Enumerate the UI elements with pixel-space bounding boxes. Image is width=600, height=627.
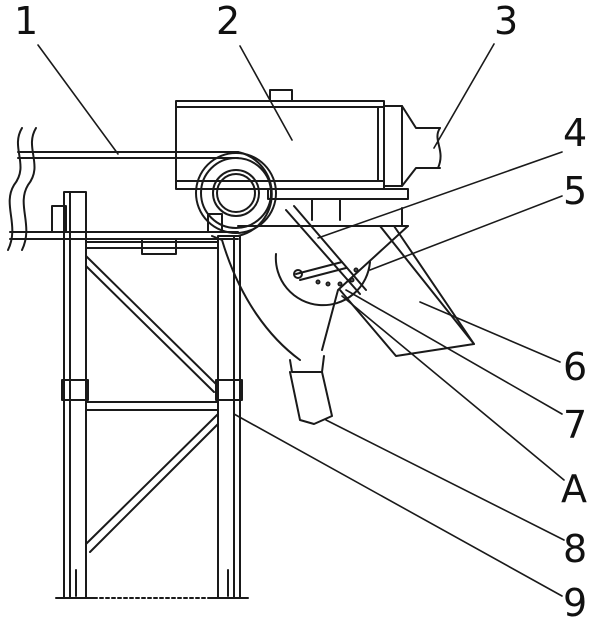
frame-bracket-left xyxy=(51,205,67,233)
valve-circle xyxy=(274,253,371,307)
leader-3 xyxy=(433,43,495,149)
deflector-outline xyxy=(339,225,475,357)
valve-hole-4 xyxy=(349,277,355,283)
leader-7 xyxy=(345,289,563,415)
head-pulley-mid xyxy=(200,157,272,229)
hopper-neck xyxy=(289,355,325,373)
leader-4 xyxy=(317,151,563,239)
deflector-plate xyxy=(339,225,475,357)
leader-A xyxy=(341,295,565,481)
inlet-duct-break xyxy=(436,127,442,169)
diagonal-lower-1 xyxy=(85,413,219,545)
support-frame xyxy=(55,191,249,599)
valve-section xyxy=(274,205,371,307)
callout-7: 7 xyxy=(563,403,588,447)
leader-lines xyxy=(37,43,565,597)
left-leg-cap xyxy=(61,379,89,401)
leader-9 xyxy=(233,413,563,597)
valve-flap-inner xyxy=(293,205,367,291)
callout-9: 9 xyxy=(563,581,588,625)
belt-wrap xyxy=(237,151,273,237)
housing-handle xyxy=(269,89,293,102)
head-pulley-outer xyxy=(195,152,277,234)
valve-hole-1 xyxy=(315,279,321,285)
discharge-spout xyxy=(289,371,333,425)
valve-hole-2 xyxy=(325,281,331,287)
break-line-right xyxy=(21,127,37,251)
callout-2: 2 xyxy=(216,0,241,43)
right-leg-cap xyxy=(215,379,243,401)
valve-hole-3 xyxy=(337,281,343,287)
head-pulley-inner xyxy=(212,169,260,217)
callout-1: 1 xyxy=(14,0,39,43)
diagonal-upper-2 xyxy=(85,265,215,393)
valve-arm xyxy=(295,261,343,275)
head-pulley-shaft xyxy=(216,173,256,213)
callout-A: A xyxy=(561,467,587,511)
leader-2 xyxy=(239,45,293,141)
belt-conveyor xyxy=(7,127,277,255)
valve-pivot xyxy=(293,269,303,279)
break-line-left xyxy=(7,127,23,251)
leader-6 xyxy=(419,301,561,363)
callout-8: 8 xyxy=(563,527,588,571)
inlet-duct xyxy=(383,105,442,187)
leader-5 xyxy=(369,195,563,271)
left-leg xyxy=(63,191,87,599)
valve-flap xyxy=(285,209,361,295)
valve-hole-5 xyxy=(353,267,359,273)
frame-bracket-right xyxy=(207,213,223,233)
callout-3: 3 xyxy=(494,0,519,43)
hopper-right-wall xyxy=(321,225,409,351)
callout-5: 5 xyxy=(563,169,588,213)
right-leg xyxy=(217,235,241,599)
diagonal-upper-1 xyxy=(85,255,219,387)
diagonal-lower-2 xyxy=(89,423,219,553)
hopper-left-wall xyxy=(211,235,301,361)
housing-box xyxy=(175,89,409,227)
inlet-duct-outline xyxy=(383,105,441,187)
callout-6: 6 xyxy=(563,345,588,389)
hopper xyxy=(211,225,409,425)
deflector-edge xyxy=(393,225,475,345)
valve-arm-2 xyxy=(299,267,347,281)
housing-base xyxy=(267,188,409,200)
leader-8 xyxy=(325,419,565,541)
housing-body xyxy=(175,100,385,190)
leader-1 xyxy=(37,44,119,155)
callout-4: 4 xyxy=(563,111,588,155)
